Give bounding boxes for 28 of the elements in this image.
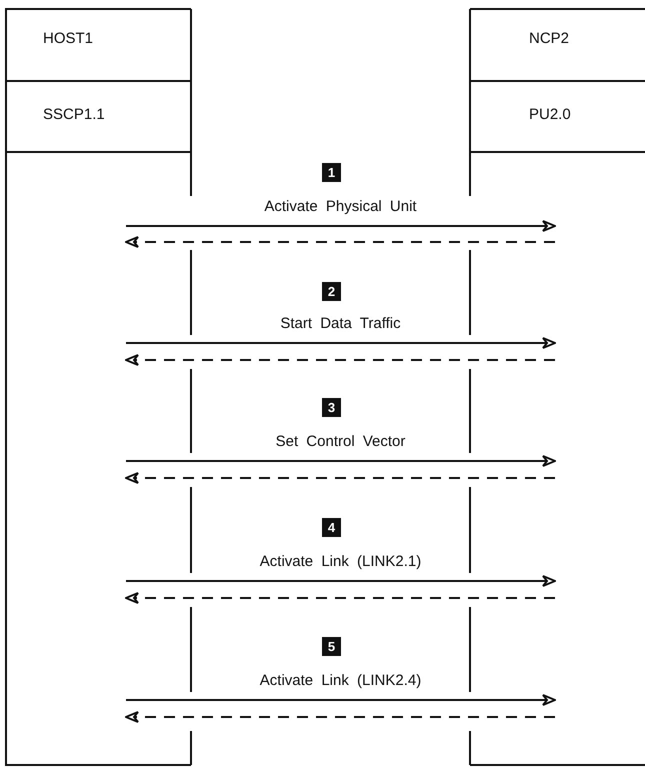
arrow [126,694,556,706]
arrow [125,236,555,248]
edge-label: Activate Link (LINK2.1) [260,553,422,570]
callout-number: 5 [322,637,341,656]
edge-label: Set Control Vector [276,433,406,450]
arrow [126,220,556,232]
arrow [125,592,555,604]
arrow [125,354,555,366]
arrow [125,711,555,723]
column-title: NCP2 [529,30,570,47]
row-title: SSCP1.1 [43,106,105,123]
header-row [5,80,192,153]
lifeline-column [469,8,645,766]
edge-label: Start Data Traffic [280,315,401,332]
lifeline-column [5,8,192,766]
header-row [469,80,645,153]
column-title: HOST1 [43,30,94,47]
callout-number: 1 [322,163,341,182]
arrow [125,472,555,484]
callout-number: 2 [322,282,341,301]
callout-number: 3 [322,398,341,417]
arrow [126,455,556,467]
row-title: PU2.0 [529,106,571,123]
edge-label: Activate Physical Unit [264,198,417,215]
arrow [126,575,556,587]
edge-label: Activate Link (LINK2.4) [260,672,422,689]
callout-number: 4 [322,518,341,537]
arrow [126,337,556,349]
